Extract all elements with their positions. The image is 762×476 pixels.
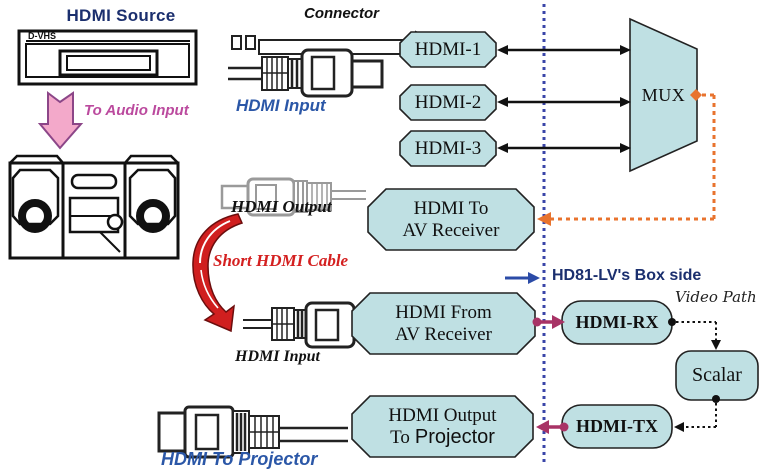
red-curved-arrow <box>192 213 244 333</box>
scalar-node-label: Scalar <box>692 364 742 386</box>
from-av-to-rx-arrow <box>532 315 565 329</box>
hdmi-to-av-line2: AV Receiver <box>402 219 500 241</box>
hdmi-to-av-line1: HDMI To <box>413 198 489 220</box>
dvhs-badge: D-VHS <box>28 31 57 41</box>
connector-to-mux-arrows <box>497 45 631 153</box>
out-proj-projector-word: Projector <box>414 425 495 448</box>
video-path-label: Video Path <box>675 288 757 306</box>
dvhs-player-drawing <box>17 29 198 86</box>
pink-down-arrow <box>37 91 84 150</box>
hdmi-from-av-node-label: HDMI From AV Receiver <box>352 293 535 354</box>
hdmi-from-av-line1: HDMI From <box>395 302 492 324</box>
short-hdmi-cable-label: Short HDMI Cable <box>213 251 349 270</box>
hdmi-source-title: HDMI Source <box>66 6 176 25</box>
hdmi2-node-shape <box>399 84 497 121</box>
hdmi-output-to-projector-node-shape <box>351 395 534 458</box>
mux-node-shape <box>629 17 698 173</box>
hdmi-to-projector-label: HDMI To Projector <box>161 449 318 469</box>
video-path-dotted <box>668 318 721 432</box>
hdmi3-node-label: HDMI-3 <box>414 137 482 159</box>
hdmi-from-av-line2: AV Receiver <box>395 323 492 345</box>
tx-to-projector-arrow <box>536 420 569 434</box>
hdmi3-node-shape <box>399 130 497 167</box>
connector-label: Connector <box>304 5 379 22</box>
hdmi1-node-shape <box>399 31 497 68</box>
hdmi-tx-node-label: HDMI-TX <box>576 416 658 436</box>
hdmi-cable-input-top <box>228 48 384 98</box>
to-audio-input-label: To Audio Input <box>84 102 189 119</box>
hdmi-input-top-label: HDMI Input <box>236 96 326 115</box>
av-receiver-drawing <box>8 154 180 260</box>
hdmi-cable-output-gray <box>220 177 366 217</box>
hdmi-to-av-node-label: HDMI To AV Receiver <box>368 189 534 250</box>
out-proj-line1: HDMI Output <box>388 404 497 426</box>
hdmi-output-label: HDMI Output <box>231 197 332 216</box>
hdmi2-node-label: HDMI-2 <box>414 91 482 113</box>
out-proj-to-word: To <box>390 426 410 448</box>
hdmi-to-av-node-shape <box>367 188 535 251</box>
hd81-box-side-label: HD81-LV's Box side <box>552 267 702 284</box>
box-side-pointer-arrow <box>505 272 540 284</box>
hdmi-cable-to-projector <box>157 405 348 459</box>
hdmi-from-av-node-shape <box>351 292 536 355</box>
mux-to-av-orange-path <box>537 89 716 226</box>
hdmi-input-bottom-label: HDMI Input <box>235 348 320 365</box>
hdmi-rx-node-label: HDMI-RX <box>575 312 659 332</box>
hdmi1-node-label: HDMI-1 <box>414 38 482 60</box>
mux-node-label: MUX <box>641 84 686 105</box>
